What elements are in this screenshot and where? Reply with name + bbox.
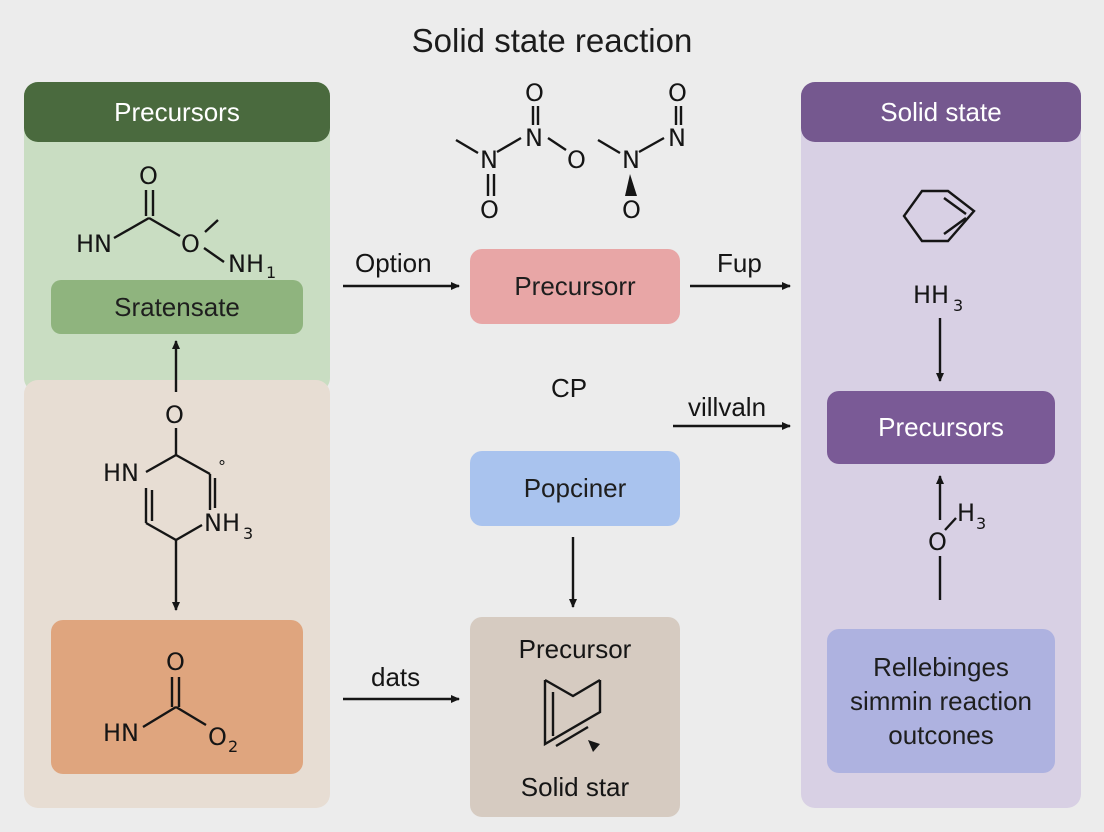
svg-text:NH: NH	[228, 250, 264, 278]
orange-product-box	[51, 620, 303, 774]
svg-text:3: 3	[976, 514, 986, 533]
svg-text:3: 3	[243, 524, 253, 543]
svg-text:O: O	[567, 146, 586, 174]
svg-text:O: O	[208, 723, 227, 751]
diagram-title: Solid state reaction	[411, 22, 693, 59]
svg-text:O: O	[166, 648, 185, 676]
svg-text:HN: HN	[103, 459, 139, 487]
svg-text:O: O	[139, 162, 158, 190]
svg-text:O: O	[622, 196, 641, 224]
hh3-label: HH	[913, 281, 949, 309]
label-villvaln: villvaln	[688, 392, 767, 422]
right-precursors-box: Precursors	[827, 391, 1055, 464]
left-top-molecule: O HN O NH 1	[76, 162, 276, 282]
right-hexagon-molecule	[902, 189, 976, 243]
svg-text:°: °	[218, 457, 226, 476]
label-cp: CP	[551, 373, 588, 403]
svg-text:O: O	[928, 528, 947, 556]
precursor-box-molecule	[543, 678, 602, 752]
outcomes-box: Rellebinges simmin reaction outcones	[827, 629, 1055, 773]
right-o-h3-molecule: O H 3	[928, 499, 986, 600]
svg-text:HN: HN	[103, 719, 139, 747]
svg-text:N: N	[525, 124, 543, 152]
svg-text:O: O	[165, 401, 184, 429]
hh3-subscript: 3	[953, 296, 963, 315]
right-panel-header: Solid state	[801, 82, 1081, 142]
label-dats: dats	[371, 662, 421, 692]
svg-text:2: 2	[228, 737, 238, 756]
label-option: Option	[355, 248, 432, 278]
label-fup: Fup	[717, 248, 762, 278]
center-top-molecule: O N N O O O N N O	[455, 79, 687, 224]
precursor-box-subtitle: Solid star	[520, 772, 630, 802]
svg-text:HN: HN	[76, 230, 112, 258]
precursor-box	[470, 617, 680, 817]
svg-text:H: H	[957, 499, 975, 527]
svg-text:O: O	[480, 196, 499, 224]
svg-text:O: O	[181, 230, 200, 258]
svg-text:O: O	[668, 79, 687, 107]
precursorr-box: Precursorr	[470, 249, 680, 324]
left-ring-molecule: O HN ° NH 3	[103, 401, 253, 543]
svg-text:N: N	[622, 146, 640, 174]
popciner-box: Popciner	[470, 451, 680, 526]
svg-text:N: N	[668, 124, 686, 152]
svg-text:1: 1	[266, 263, 276, 282]
sratensate-box: Sratensate	[51, 280, 303, 334]
svg-text:NH: NH	[204, 509, 240, 537]
left-panel-header: Precursors	[24, 82, 330, 142]
precursor-box-title: Precursor	[518, 634, 632, 664]
left-bottom-molecule: O HN O 2	[103, 648, 238, 756]
svg-text:O: O	[525, 79, 544, 107]
svg-text:N: N	[480, 146, 498, 174]
